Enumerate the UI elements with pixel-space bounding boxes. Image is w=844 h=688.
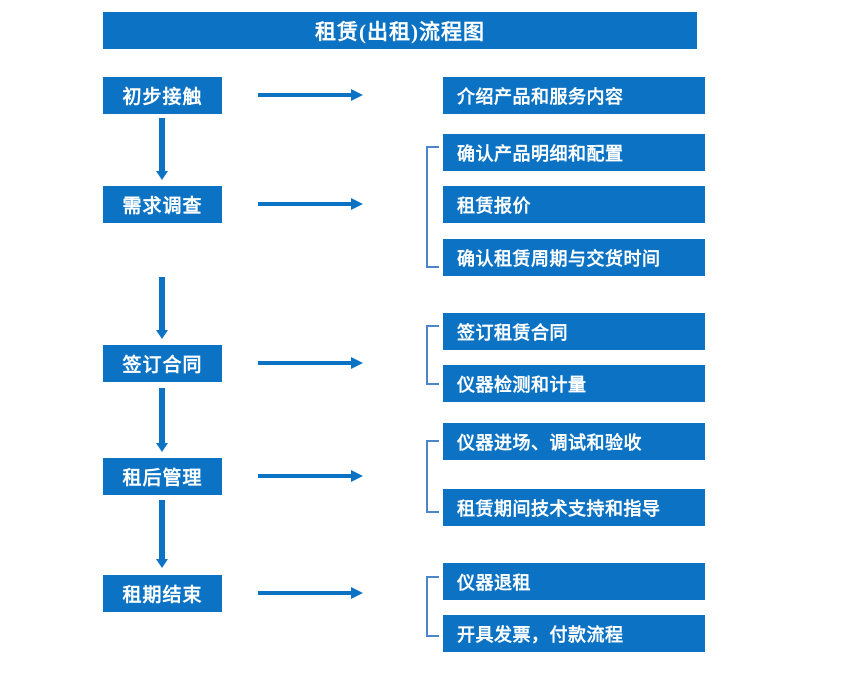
detail-box-4-2[interactable]: 租赁期间技术支持和指导	[443, 489, 705, 526]
detail-box-1-1[interactable]: 介绍产品和服务内容	[443, 77, 705, 114]
detail-box-2-1[interactable]: 确认产品明细和配置	[443, 134, 705, 171]
detail-box-5-1[interactable]: 仪器退租	[443, 563, 705, 600]
arrow-head	[351, 89, 363, 101]
arrow-head	[351, 198, 363, 210]
group-bracket-4	[426, 440, 439, 513]
arrow-stage-5-to-group-5	[258, 586, 363, 600]
arrow-stage-3-to-stage-4	[156, 388, 168, 452]
detail-box-2-3[interactable]: 确认租赁周期与交货时间	[443, 239, 705, 276]
arrow-stage-4-to-stage-5	[156, 500, 168, 568]
detail-box-4-1[interactable]: 仪器进场、调试和验收	[443, 423, 705, 460]
detail-box-5-2[interactable]: 开具发票，付款流程	[443, 615, 705, 652]
arrow-stage-1-to-group-1	[258, 88, 363, 102]
arrow-head	[156, 330, 168, 339]
stage-box-4[interactable]: 租后管理	[103, 458, 222, 495]
arrow-head	[351, 470, 363, 482]
detail-box-3-1[interactable]: 签订租赁合同	[443, 313, 705, 350]
arrow-stem	[258, 361, 352, 365]
arrow-head	[351, 587, 363, 599]
stage-box-3[interactable]: 签订合同	[103, 345, 222, 382]
arrow-stage-2-to-stage-3	[156, 277, 168, 339]
stage-box-2[interactable]: 需求调查	[103, 186, 222, 223]
detail-box-3-2[interactable]: 仪器检测和计量	[443, 365, 705, 402]
stage-box-1[interactable]: 初步接触	[103, 77, 222, 114]
group-bracket-5	[426, 576, 439, 637]
arrow-stage-1-to-stage-2	[156, 118, 168, 180]
arrow-stem	[258, 202, 352, 206]
arrow-head	[156, 171, 168, 180]
arrow-stem	[159, 388, 165, 443]
arrow-head	[156, 443, 168, 452]
arrow-stem	[159, 500, 165, 559]
detail-box-2-2[interactable]: 租赁报价	[443, 186, 705, 223]
arrow-stem	[258, 591, 352, 595]
arrow-stem	[258, 474, 352, 478]
group-bracket-2	[426, 146, 439, 268]
group-bracket-3	[426, 325, 439, 385]
diagram-title: 租赁(出租)流程图	[103, 12, 697, 49]
arrow-stem	[159, 118, 165, 171]
arrow-stem	[258, 93, 352, 97]
arrow-head	[351, 357, 363, 369]
arrow-stage-3-to-group-3	[258, 356, 363, 370]
arrow-stem	[159, 277, 165, 330]
arrow-stage-2-to-group-2	[258, 197, 363, 211]
stage-box-5[interactable]: 租期结束	[103, 575, 222, 612]
arrow-head	[156, 559, 168, 568]
arrow-stage-4-to-group-4	[258, 469, 363, 483]
